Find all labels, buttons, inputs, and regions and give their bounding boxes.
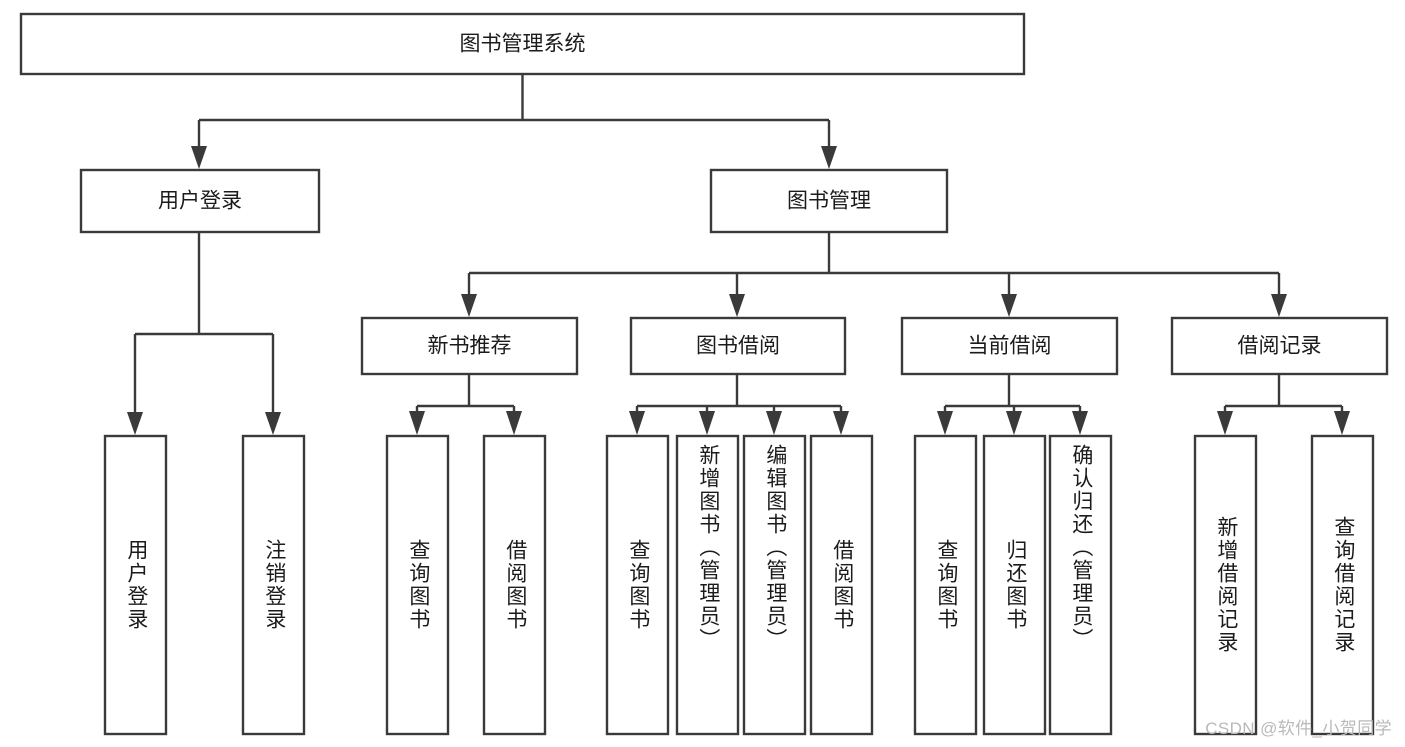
node-root-label: 图书管理系统	[460, 33, 586, 56]
arrowhead-leaf-query-book-rec	[409, 411, 425, 435]
leaf-return-book-box[interactable]	[982, 434, 1047, 736]
leaf-edit-book-admin-box[interactable]	[742, 434, 807, 736]
arrowhead-leaf-confirm-return-admin	[1072, 411, 1088, 435]
arrowhead-leaf-add-book-admin	[699, 411, 715, 435]
arrowhead-user-login	[191, 146, 207, 169]
leaf-box-group	[103, 434, 1375, 736]
node-user-login-box[interactable]	[79, 168, 321, 234]
node-user-login[interactable]: 用户登录	[79, 168, 321, 234]
arrowhead-leaf-user-login	[127, 412, 143, 435]
leaf-borrow-book-box[interactable]	[809, 434, 874, 736]
arrowhead-new-book-recommend	[461, 294, 477, 317]
arrowhead-leaf-edit-book-admin	[766, 411, 782, 435]
leaf-query-borrow-record-box[interactable]	[1310, 434, 1375, 736]
leaf-add-book-admin-box[interactable]	[675, 434, 740, 736]
arrowhead-leaf-query-book-cur	[937, 411, 953, 435]
node-user-login-label: 用户登录	[158, 190, 242, 213]
leaf-query-book-cur-box[interactable]	[913, 434, 978, 736]
node-new-book-recommend-box[interactable]	[360, 316, 579, 376]
connector-group	[127, 74, 1350, 435]
node-book-borrow-box[interactable]	[629, 316, 847, 376]
node-book-manage-label: 图书管理	[787, 190, 871, 213]
node-borrow-record-label: 借阅记录	[1238, 335, 1322, 358]
leaf-borrow-book-rec-box[interactable]	[482, 434, 547, 736]
node-root[interactable]: 图书管理系统	[19, 12, 1026, 76]
node-new-book-recommend-label: 新书推荐	[428, 335, 512, 358]
arrowhead-leaf-borrow-book	[833, 411, 849, 435]
arrowhead-leaf-query-borrow-record	[1334, 411, 1350, 435]
arrowhead-leaf-query-book-borrow	[629, 411, 645, 435]
node-current-borrow[interactable]: 当前借阅	[900, 316, 1119, 376]
node-book-manage-box[interactable]	[709, 168, 949, 234]
csdn-watermark: CSDN @软件_小贺同学	[1205, 719, 1392, 738]
node-root-box[interactable]	[19, 12, 1026, 76]
node-new-book-recommend[interactable]: 新书推荐	[360, 316, 579, 376]
node-current-borrow-box[interactable]	[900, 316, 1119, 376]
arrowhead-current-borrow	[1001, 294, 1017, 317]
arrowhead-leaf-return-book	[1006, 411, 1022, 435]
arrowhead-leaf-logout-login	[265, 412, 281, 435]
node-borrow-record-box[interactable]	[1170, 316, 1389, 376]
arrowhead-book-manage	[821, 146, 837, 169]
arrowhead-borrow-record	[1271, 294, 1287, 317]
leaf-user-login-box[interactable]	[103, 434, 168, 736]
node-current-borrow-label: 当前借阅	[968, 335, 1052, 358]
leaf-query-book-borrow-box[interactable]	[605, 434, 670, 736]
node-book-borrow[interactable]: 图书借阅	[629, 316, 847, 376]
node-book-borrow-label: 图书借阅	[696, 335, 780, 358]
arrowhead-leaf-borrow-book-rec	[506, 411, 522, 435]
leaf-logout-login-box[interactable]	[241, 434, 306, 736]
leaf-query-book-rec-box[interactable]	[385, 434, 450, 736]
leaf-confirm-return-admin-box[interactable]	[1048, 434, 1113, 736]
arrowhead-leaf-add-borrow-record	[1217, 411, 1233, 435]
leaf-add-borrow-record-box[interactable]	[1193, 434, 1258, 736]
node-borrow-record[interactable]: 借阅记录	[1170, 316, 1389, 376]
arrowhead-book-borrow	[729, 294, 745, 317]
node-book-manage[interactable]: 图书管理	[709, 168, 949, 234]
